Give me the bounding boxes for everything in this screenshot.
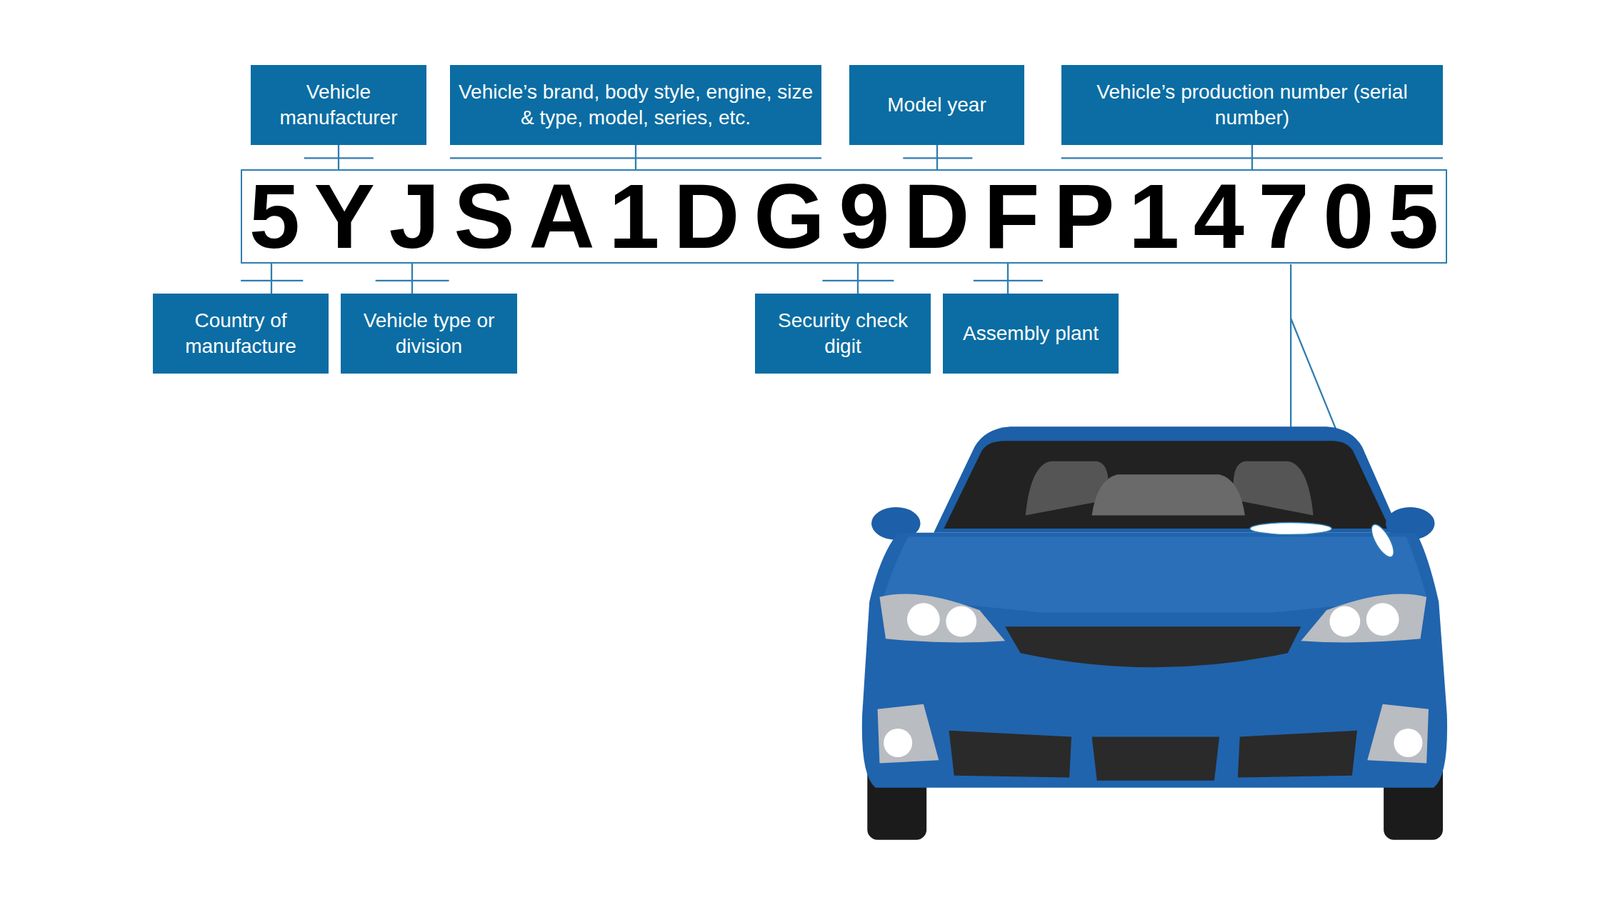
vin-box: 5YJSA1DG9DFP14705 [240,169,1448,264]
leader-connector [270,263,273,294]
label-text: Vehicle’s brand, body style, engine, siz… [457,79,815,132]
leader-connector [635,145,637,170]
fog-lamp-housing [1367,704,1429,764]
label-text: Vehicle manufacturer [257,79,420,132]
vin-door-spot [1367,521,1398,561]
hood [883,536,1427,613]
lamp [1329,606,1360,638]
bumper-vent [1092,736,1220,780]
body [862,532,1448,788]
label-text: Security check digit [762,307,924,360]
leader-connector [857,263,859,294]
lamp [907,602,940,636]
windshield [943,440,1390,529]
label-box: Security check digit [755,293,931,374]
label-text: Model year [887,92,987,118]
lamp [945,606,977,638]
seat [1092,474,1245,515]
label-box: Vehicle manufacturer [250,65,427,145]
cabin [933,426,1400,533]
label-box: Vehicle’s brand, body style, engine, siz… [450,65,822,145]
seat [1025,461,1314,516]
leader-connector [337,145,340,170]
lamp [1366,602,1400,636]
fog-lamp-housing [877,704,940,764]
label-text: Vehicle type or division [347,307,510,360]
label-box: Assembly plant [942,293,1119,374]
grille [1005,626,1301,668]
leader-connector [1007,263,1009,294]
leader-connector [1251,145,1253,170]
label-text: Vehicle’s production number (serial numb… [1068,79,1436,132]
leader-connector [936,145,938,170]
label-box: Country of manufacture [152,293,329,374]
car [862,426,1448,840]
fog-lamp [883,728,913,758]
label-box: Vehicle type or division [340,293,518,374]
fog-lamp [1393,728,1423,758]
label-text: Country of manufacture [160,307,322,360]
bumper-vent [949,730,1072,778]
label-box: Vehicle’s production number (serial numb… [1061,65,1443,145]
bumper-vent [1237,730,1358,778]
label-box: Model year [849,65,1025,145]
headlight [1300,593,1427,643]
vin-plate-spot [1250,522,1332,535]
vin-number: 5YJSA1DG9DFP14705 [242,170,1453,263]
leader-connector [411,263,413,294]
headlight [879,593,1005,643]
label-text: Assembly plant [962,320,1099,347]
